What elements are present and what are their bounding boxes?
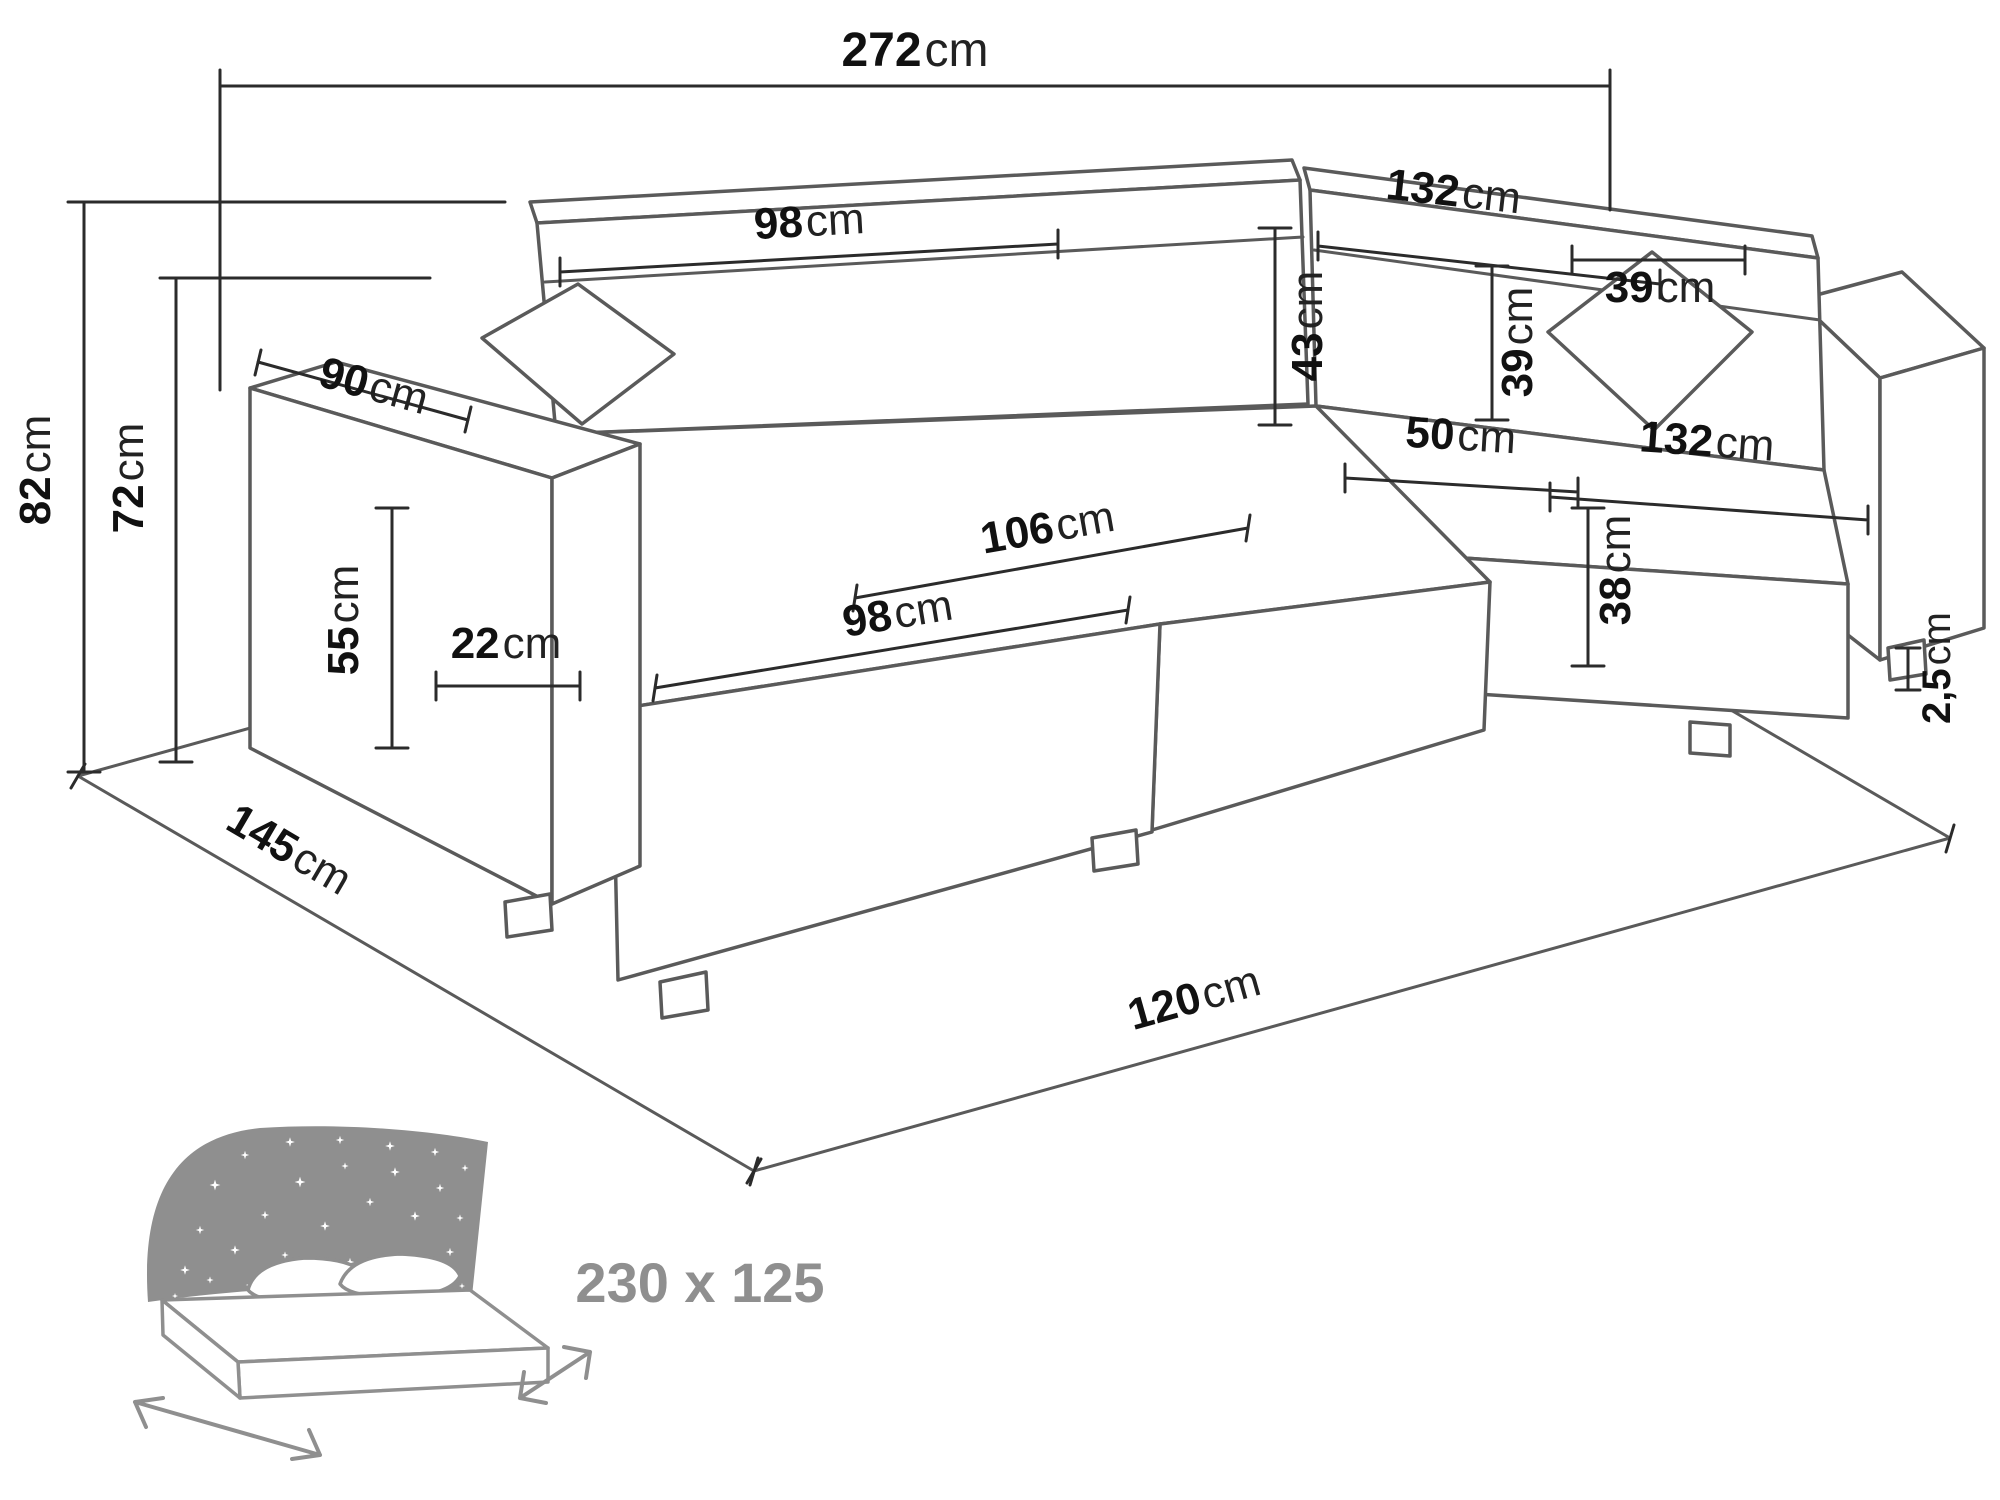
sofa-chaise: [554, 404, 1492, 982]
dim-label-corner-seat-depth: 50cm: [1404, 408, 1517, 463]
star-icon: [435, 1183, 445, 1193]
dim-armrest-height: 55cm: [319, 506, 410, 750]
sleeping-area-icon: 230 x 125: [133, 1126, 825, 1461]
dim-label-floor-depth: 145cm: [219, 794, 360, 904]
sofa-left-backrest: [528, 158, 1310, 436]
dim-pillow-width: 39cm: [1570, 244, 1747, 312]
star-icon: [294, 1176, 306, 1188]
star-icon: [285, 1137, 295, 1147]
sofa-left-armrest: [248, 360, 642, 906]
dim-label-pillow-width: 39cm: [1605, 263, 1716, 312]
dim-backrest-cushion-height: 43cm: [1257, 226, 1332, 427]
dim-backrest-height-from-floor: 72cm: [104, 276, 432, 764]
dim-label-armrest-width: 22cm: [451, 619, 562, 668]
dim-right-seat-width: 132cm: [1548, 412, 1870, 536]
star-icon: [281, 1251, 289, 1259]
right-backrest-seam: [1312, 248, 1822, 322]
left-backrest-seam: [543, 235, 1305, 284]
chaise-side-face: [1150, 580, 1492, 832]
star-icon: [390, 1167, 400, 1177]
star-icon: [459, 1283, 465, 1289]
star-icon: [172, 1293, 178, 1299]
right-armrest-front-face: [1878, 346, 1986, 662]
star-icon: [445, 1247, 455, 1257]
dim-seat-height: 38cm: [1570, 506, 1640, 668]
sofa-feet: [503, 638, 1928, 1020]
dim-total-height: 82cm: [11, 200, 507, 774]
dim-label-right-backrest-width: 132cm: [1384, 160, 1524, 224]
dim-pillow-height: 39cm: [1474, 264, 1542, 422]
dim-label-total-height: 82cm: [11, 415, 60, 526]
star-icon: [260, 1210, 270, 1220]
star-icon: [430, 1147, 440, 1157]
star-icon: [209, 1179, 221, 1191]
star-icon: [320, 1221, 330, 1231]
star-icon: [385, 1141, 395, 1151]
left-armrest-front-face: [550, 442, 642, 906]
dim-label-total-width: 272cm: [841, 24, 988, 77]
dim-left-backrest-width: 98cm: [558, 194, 1060, 288]
dim-label-backrest-cushion-height: 43cm: [1283, 271, 1332, 382]
dim-label-chaise-width: 98cm: [839, 580, 956, 646]
left-backrest-front-face: [535, 178, 1310, 436]
dim-label-left-backrest-width: 98cm: [753, 194, 866, 249]
star-icon: [335, 1135, 345, 1145]
dim-label-leg-height: 2,5cm: [1915, 612, 1959, 724]
bed-depth-arrow-icon: [518, 1345, 592, 1405]
star-icon: [206, 1276, 214, 1284]
star-icon: [365, 1197, 375, 1207]
dim-label-armrest-height: 55cm: [319, 565, 368, 676]
star-icon: [456, 1214, 464, 1222]
star-icon: [180, 1265, 190, 1275]
dim-label-floor-width: 120cm: [1122, 956, 1265, 1040]
chaise-front-face: [610, 622, 1162, 982]
sleeping-area-size-label: 230 x 125: [575, 1251, 824, 1314]
foot-chaise-left: [658, 970, 710, 1020]
dim-label-backrest-height-from-floor: 72cm: [104, 423, 153, 534]
left-pillow: [480, 282, 676, 426]
star-icon: [195, 1225, 205, 1235]
foot-right-seat: [1688, 720, 1732, 758]
dim-armrest-width: 22cm: [434, 619, 582, 702]
foot-left-armrest: [503, 892, 554, 939]
star-icon: [410, 1211, 420, 1221]
dim-corner-seat-depth: 50cm: [1343, 408, 1580, 508]
star-icon: [230, 1245, 240, 1255]
dim-label-seat-height: 38cm: [1591, 515, 1640, 626]
dim-total-width: 272cm: [218, 24, 1612, 392]
dim-chaise-width: 98cm: [651, 580, 1132, 703]
star-icon: [345, 1257, 355, 1267]
foot-chaise-right: [1090, 828, 1140, 873]
bed-width-arrow-icon: [133, 1396, 322, 1461]
dim-label-right-seat-width: 132cm: [1638, 412, 1776, 471]
star-icon: [341, 1162, 349, 1170]
dim-leg-height: 2,5cm: [1894, 612, 1959, 724]
dim-right-backrest-width: 132cm: [1316, 160, 1662, 300]
star-icon: [240, 1150, 250, 1160]
dim-label-pillow-height: 39cm: [1493, 287, 1542, 398]
star-icon: [461, 1164, 469, 1172]
bed-base-left: [160, 1298, 242, 1400]
